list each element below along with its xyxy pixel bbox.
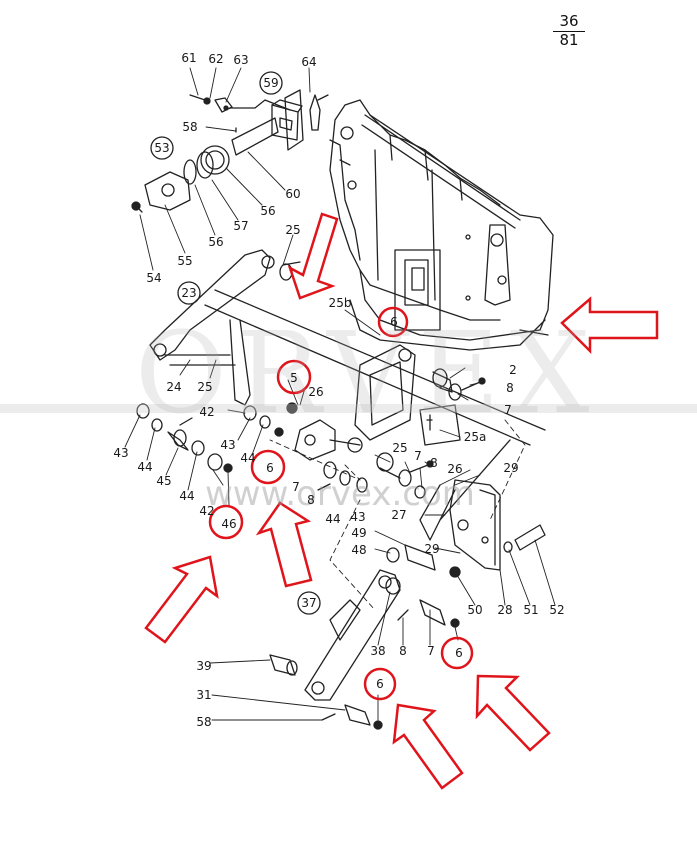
left-bush-row bbox=[136, 402, 298, 473]
arrow-up-left-bottom bbox=[392, 703, 464, 790]
part-label: 38 bbox=[370, 644, 386, 658]
page-number-top: 36 bbox=[553, 13, 585, 32]
page-number-bottom: 81 bbox=[559, 30, 579, 49]
part-label: 62 bbox=[208, 52, 224, 66]
part-label: 58 bbox=[196, 715, 212, 729]
part-label: 25 bbox=[285, 223, 301, 237]
watermark-url: www.orvex.com bbox=[205, 474, 475, 514]
part-label: 8 bbox=[399, 644, 407, 658]
part-label: 51 bbox=[523, 603, 539, 617]
highlight-circle-6-right bbox=[440, 636, 474, 670]
part-label: 50 bbox=[467, 603, 483, 617]
part-label: 49 bbox=[351, 526, 367, 540]
group-label-23: 23 bbox=[181, 286, 197, 300]
part-label: 27 bbox=[391, 508, 407, 522]
group-circle-59 bbox=[259, 71, 283, 95]
lift-arm bbox=[149, 249, 546, 446]
part-label: 42 bbox=[199, 405, 215, 419]
part-label: 25b bbox=[328, 296, 352, 310]
part-label: 61 bbox=[181, 51, 197, 65]
part-label: 7 bbox=[504, 403, 512, 417]
part-label: 57 bbox=[233, 219, 249, 233]
part-label-highlighted: 6 bbox=[266, 461, 274, 475]
part-label: 28 bbox=[497, 603, 513, 617]
group-circle-23 bbox=[177, 281, 201, 305]
part-label-highlighted: 46 bbox=[221, 517, 237, 531]
part-label: 29 bbox=[503, 461, 519, 475]
group-circle-37 bbox=[297, 591, 321, 615]
part-label: 24 bbox=[166, 380, 182, 394]
group-circles bbox=[150, 71, 321, 615]
group-label-53: 53 bbox=[154, 141, 170, 155]
part-label: 58 bbox=[182, 120, 198, 134]
part-label: 48 bbox=[351, 543, 367, 557]
main-frame bbox=[329, 99, 554, 351]
center-bracket bbox=[294, 344, 461, 461]
part-label: 42 bbox=[199, 504, 215, 518]
part-label: 2 bbox=[509, 363, 517, 377]
part-label: 31 bbox=[196, 688, 212, 702]
arrow-up-right-left bbox=[144, 555, 219, 644]
part-label: 43 bbox=[220, 438, 236, 452]
part-label: 44 bbox=[179, 489, 195, 503]
part-label: 8 bbox=[307, 493, 315, 507]
part-label: 29 bbox=[424, 542, 440, 556]
part-label: 39 bbox=[196, 659, 212, 673]
part-label: 26 bbox=[447, 462, 463, 476]
pin-assembly bbox=[131, 89, 329, 213]
part-label: 60 bbox=[285, 187, 301, 201]
part-label-highlighted: 5 bbox=[290, 371, 298, 385]
part-label: 44 bbox=[240, 451, 256, 465]
page-number: 36 81 bbox=[553, 13, 585, 49]
part-label: 44 bbox=[325, 512, 341, 526]
part-label: 55 bbox=[177, 254, 193, 268]
part-label-highlighted: 6 bbox=[455, 646, 463, 660]
part-label: 25a bbox=[463, 430, 487, 444]
part-label-highlighted: 6 bbox=[376, 677, 384, 691]
highlight-circle-46 bbox=[208, 504, 244, 540]
part-label: 63 bbox=[233, 53, 249, 67]
arrow-down bbox=[287, 212, 339, 300]
part-label: 54 bbox=[146, 271, 162, 285]
arrow-up-left-right bbox=[475, 674, 551, 752]
arrow-left bbox=[560, 296, 659, 355]
part-label: 43 bbox=[113, 446, 129, 460]
bushes-pins bbox=[317, 368, 486, 499]
part-label: 44 bbox=[137, 460, 153, 474]
part-label: 7 bbox=[427, 644, 435, 658]
lower-link bbox=[269, 569, 460, 730]
highlight-circle-6-bottom bbox=[363, 667, 397, 701]
part-label: 64 bbox=[301, 55, 317, 69]
part-label: 56 bbox=[260, 204, 276, 218]
part-label: 25 bbox=[392, 441, 408, 455]
arrow-up-center bbox=[255, 501, 313, 588]
part-label: 8 bbox=[430, 456, 438, 470]
part-label: 8 bbox=[506, 381, 514, 395]
part-label: 43 bbox=[350, 510, 366, 524]
mounting-plate bbox=[386, 439, 546, 578]
arrows bbox=[144, 212, 659, 790]
highlight-circle-5 bbox=[276, 359, 312, 395]
part-label: 26 bbox=[308, 385, 324, 399]
part-label: 25 bbox=[197, 380, 213, 394]
part-label: 45 bbox=[156, 474, 172, 488]
part-label-highlighted: 6 bbox=[390, 315, 398, 329]
part-label: 52 bbox=[549, 603, 565, 617]
group-label-59: 59 bbox=[263, 76, 279, 90]
watermark-band bbox=[0, 404, 697, 413]
part-label: 7 bbox=[292, 480, 300, 494]
watermark-logo: ORVEX bbox=[135, 309, 600, 439]
leader-lines bbox=[124, 67, 556, 721]
part-label: 56 bbox=[208, 235, 224, 249]
group-circle-53 bbox=[150, 136, 174, 160]
highlight-circle-6-top bbox=[377, 306, 409, 338]
highlight-circle-6-left bbox=[250, 449, 286, 485]
highlight-circles bbox=[208, 306, 474, 701]
part-label: 7 bbox=[414, 449, 422, 463]
group-label-37: 37 bbox=[301, 596, 317, 610]
